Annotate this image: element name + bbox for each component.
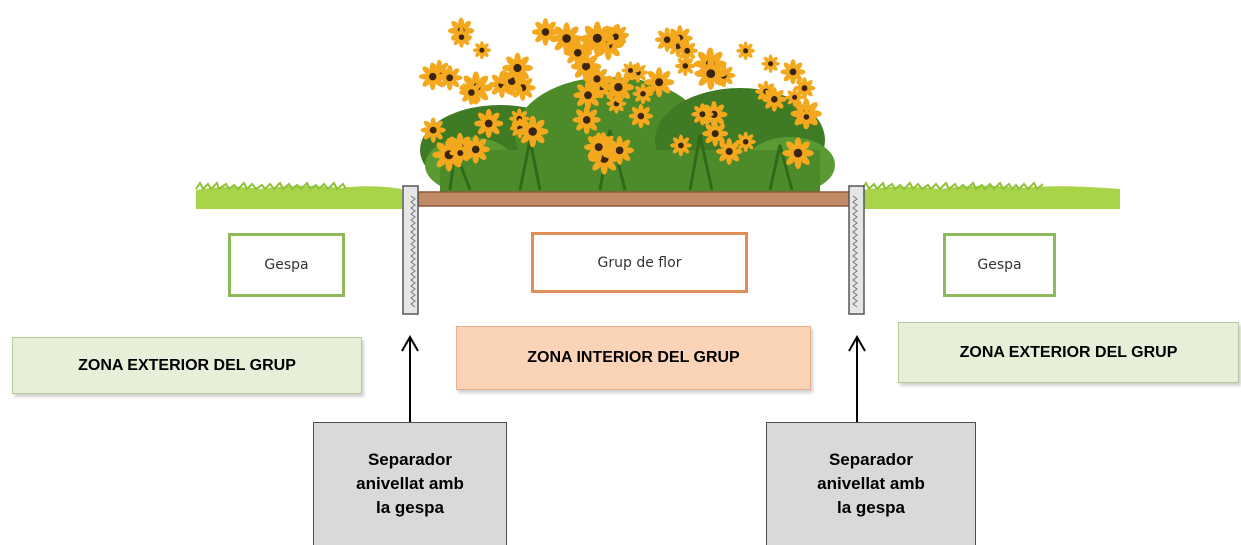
flower-head bbox=[474, 108, 504, 138]
flower-head bbox=[674, 55, 696, 77]
flower-head bbox=[676, 40, 698, 62]
flower-head bbox=[669, 134, 692, 157]
flower-head bbox=[461, 135, 490, 164]
interior-zone-text: ZONA INTERIOR DEL GRUP bbox=[527, 349, 740, 366]
flower-head bbox=[436, 65, 463, 91]
flower-head bbox=[632, 83, 654, 105]
separator-left bbox=[402, 185, 419, 315]
flower-head bbox=[715, 138, 743, 165]
flower-head bbox=[572, 105, 601, 135]
flower-head bbox=[573, 80, 603, 110]
flower-head bbox=[785, 88, 804, 107]
flower-cluster-icon bbox=[418, 17, 822, 175]
exterior-zone-right-text: ZONA EXTERIOR DEL GRUP bbox=[959, 343, 1178, 361]
separator-left-label-text: Separador anivellat amb la gespa bbox=[356, 450, 464, 517]
flower-head bbox=[644, 67, 675, 98]
flower-head bbox=[796, 106, 817, 128]
lawn-left-grass bbox=[195, 181, 402, 209]
exterior-zone-left: ZONA EXTERIOR DEL GRUP bbox=[12, 337, 362, 394]
interior-zone: ZONA INTERIOR DEL GRUP bbox=[456, 326, 811, 390]
separator-left-label: Separador anivellat amb la gespa bbox=[313, 422, 507, 545]
exterior-zone-left-text: ZONA EXTERIOR DEL GRUP bbox=[78, 356, 296, 374]
flower-head bbox=[459, 80, 484, 105]
lawn-right-label: Gespa bbox=[943, 233, 1056, 297]
flower-head bbox=[502, 52, 533, 84]
flower-head bbox=[735, 131, 756, 153]
arrow-up-icon bbox=[401, 334, 419, 422]
flower-head bbox=[621, 61, 640, 80]
flower-head bbox=[691, 103, 714, 126]
flower-head bbox=[761, 54, 780, 73]
flower-head bbox=[516, 115, 549, 148]
flower-head bbox=[628, 103, 654, 129]
flower-head bbox=[736, 41, 755, 61]
lawn-left-label-text: Gespa bbox=[264, 257, 309, 273]
separator-right-label: Separador anivellat amb la gespa bbox=[766, 422, 976, 545]
flower-head bbox=[420, 117, 446, 143]
flower-head bbox=[531, 18, 560, 46]
flower-head bbox=[584, 132, 614, 162]
flower-head bbox=[450, 26, 473, 48]
separator-right-label-text: Separador anivellat amb la gespa bbox=[817, 450, 925, 517]
lawn-right-label-text: Gespa bbox=[977, 257, 1022, 273]
flower-head bbox=[780, 59, 806, 85]
flower-bed-label-text: Grup de flor bbox=[597, 254, 682, 271]
flower-head bbox=[563, 38, 592, 67]
lawn-left-label: Gespa bbox=[228, 233, 345, 297]
flower-head bbox=[762, 87, 787, 112]
flower-head bbox=[654, 27, 680, 52]
flower-head bbox=[702, 120, 729, 147]
arrow-up-icon bbox=[848, 334, 866, 422]
flower-head bbox=[580, 21, 615, 55]
soil-bar bbox=[417, 191, 851, 207]
flower-bed-label: Grup de flor bbox=[531, 232, 748, 293]
separator-right bbox=[848, 185, 865, 315]
lawn-right-grass bbox=[861, 181, 1120, 209]
flower-head bbox=[472, 41, 492, 60]
flower-head bbox=[782, 137, 814, 169]
flower-head bbox=[694, 57, 728, 90]
exterior-zone-right: ZONA EXTERIOR DEL GRUP bbox=[898, 322, 1239, 383]
